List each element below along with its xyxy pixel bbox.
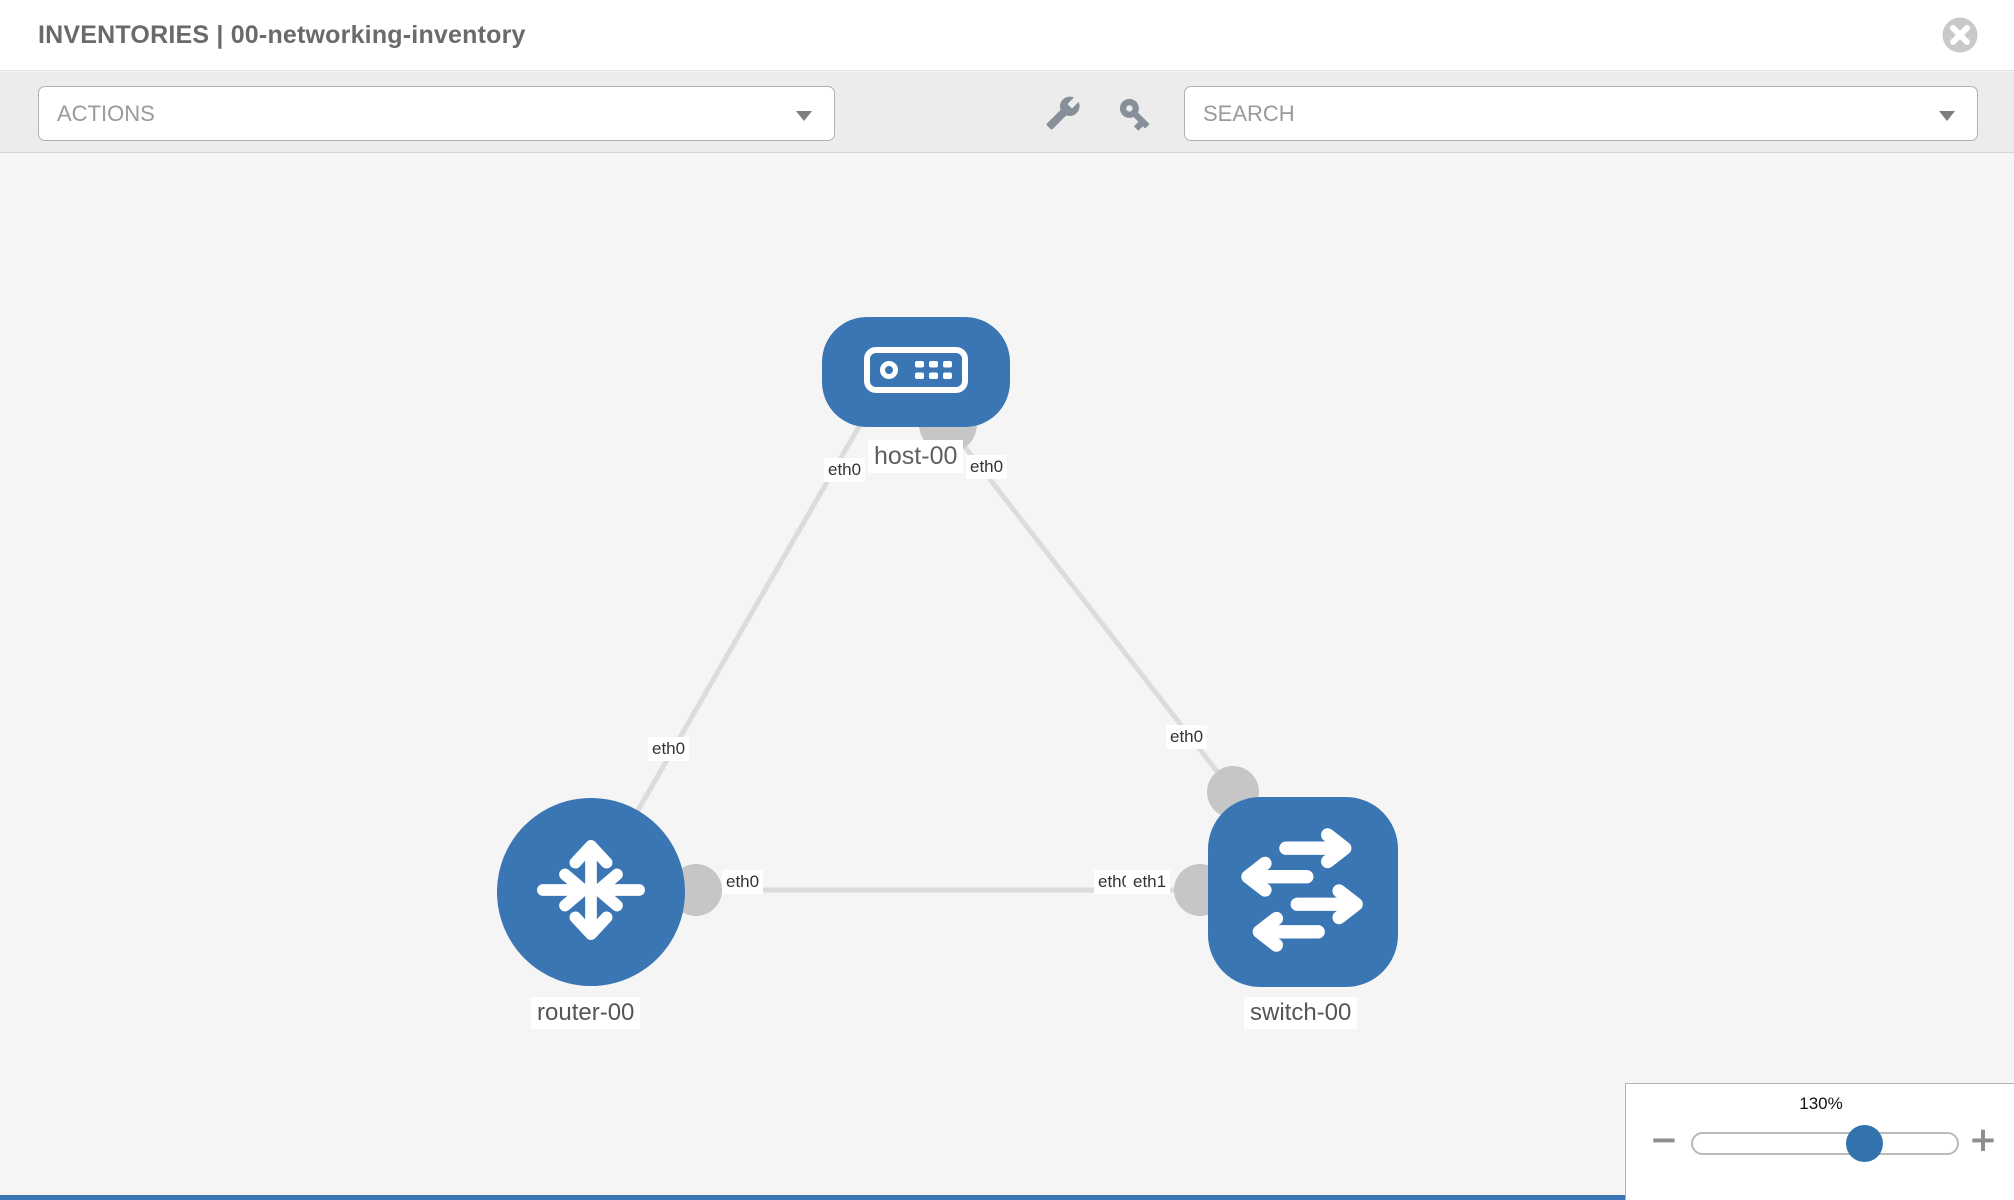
- iface-label-switch-eth0-top: eth0: [1166, 725, 1208, 749]
- caret-down-icon: [1939, 111, 1955, 121]
- router-icon: [526, 825, 656, 960]
- search-dropdown[interactable]: SEARCH: [1184, 86, 1978, 141]
- node-label-host-00[interactable]: host-00: [868, 440, 964, 473]
- zoom-out-button[interactable]: −: [1644, 1120, 1684, 1160]
- close-button[interactable]: [1941, 16, 1979, 54]
- iface-label-host-eth0-right: eth0: [966, 455, 1008, 479]
- node-router-00[interactable]: [497, 798, 685, 986]
- iface-label-host-eth0-left: eth0: [824, 458, 866, 482]
- zoom-panel: 130% − +: [1625, 1083, 2014, 1200]
- node-label-router-00[interactable]: router-00: [531, 997, 641, 1029]
- zoom-in-button[interactable]: +: [1963, 1120, 2003, 1160]
- header: INVENTORIES | 00-networking-inventory: [0, 0, 2014, 71]
- iface-label-router-eth0-top: eth0: [648, 737, 690, 761]
- iface-label-switch-eth1-left: eth1: [1126, 870, 1171, 894]
- zoom-slider-thumb[interactable]: [1846, 1125, 1883, 1162]
- search-placeholder: SEARCH: [1203, 101, 1295, 126]
- actions-dropdown-label: ACTIONS: [57, 101, 155, 126]
- zoom-slider-track[interactable]: [1691, 1132, 1959, 1155]
- close-icon: [1941, 17, 1979, 57]
- node-label-switch-00[interactable]: switch-00: [1244, 997, 1358, 1029]
- node-switch-00[interactable]: [1208, 797, 1398, 987]
- node-host-00[interactable]: [822, 317, 1010, 427]
- host-icon: [863, 345, 969, 400]
- key-button[interactable]: [1116, 95, 1154, 133]
- minus-icon: −: [1649, 1120, 1679, 1160]
- key-icon: [1116, 98, 1154, 136]
- zoom-level-value: 130%: [1799, 1094, 1843, 1113]
- caret-down-icon: [796, 111, 812, 121]
- interface-dots: [670, 395, 1259, 916]
- iface-label-router-eth0-right: eth0: [722, 870, 764, 894]
- page-title: INVENTORIES | 00-networking-inventory: [38, 21, 526, 49]
- bottom-accent-strip: [0, 1195, 1625, 1200]
- wrench-icon: [1045, 96, 1081, 134]
- toolbar: ACTIONS SEARCH: [0, 72, 2014, 153]
- configure-button[interactable]: [1044, 95, 1082, 133]
- actions-dropdown[interactable]: ACTIONS: [38, 86, 835, 141]
- switch-icon: [1208, 795, 1398, 990]
- plus-icon: +: [1968, 1120, 1998, 1160]
